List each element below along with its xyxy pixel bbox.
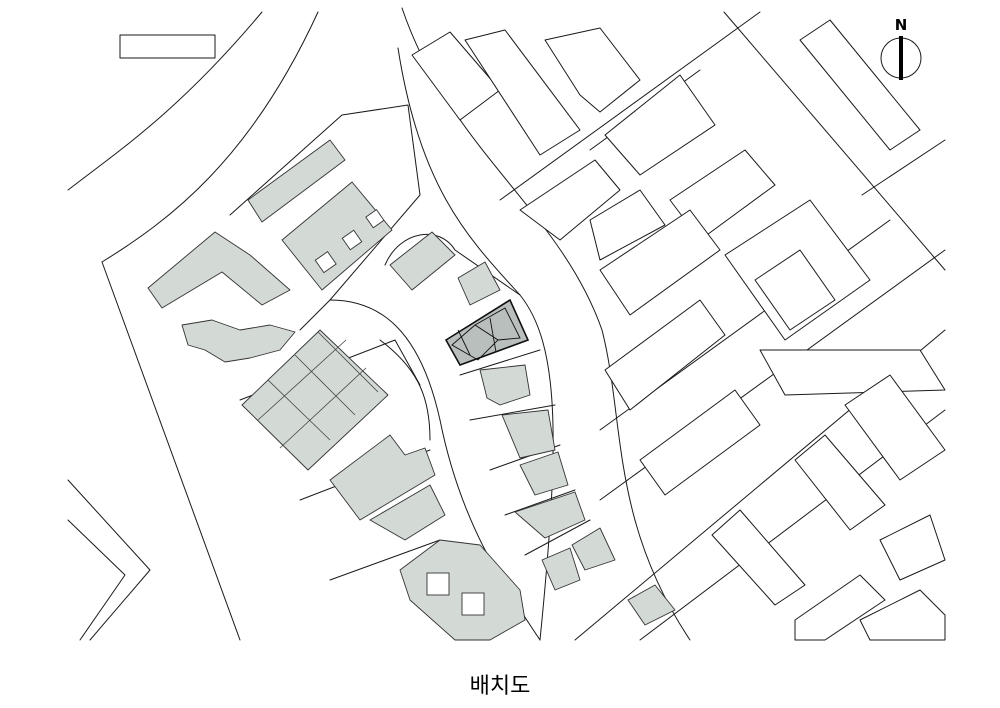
courtyard: [461, 592, 485, 616]
outline-building: [711, 509, 806, 606]
drawing-caption: 배치도: [469, 674, 531, 699]
outline-building: [844, 374, 946, 481]
outline-building: [119, 34, 216, 59]
neighbor-building: [147, 231, 291, 309]
outline-building: [589, 189, 666, 261]
neighbor-building: [541, 547, 581, 591]
outline-building: [799, 19, 921, 151]
neighbor-building: [519, 451, 569, 496]
outline-building: [859, 589, 946, 641]
project-building-pattern: [451, 307, 521, 361]
courtyard: [426, 572, 450, 596]
neighbor-building: [281, 181, 393, 291]
outline-building: [604, 74, 716, 176]
neighbor-building: [457, 261, 501, 306]
neighbor-building: [479, 364, 531, 406]
neighbor-building: [627, 584, 676, 626]
outline-building: [879, 514, 946, 581]
outline-building: [754, 249, 836, 331]
outline-building: [639, 389, 761, 496]
site-plan-drawing: N: [67, 7, 946, 641]
neighbor-building: [399, 539, 526, 641]
neighbor-building: [571, 527, 616, 571]
outline-building: [519, 159, 621, 241]
north-arrow-letter: N: [895, 16, 908, 34]
courtyard: [365, 209, 385, 229]
outline-building: [599, 209, 721, 316]
building-partitions: [257, 331, 379, 449]
neighbor-building: [389, 231, 456, 291]
neighbor-building: [514, 491, 586, 539]
project-building: [444, 298, 530, 366]
north-arrow: N: [880, 16, 922, 80]
neighbor-building: [247, 139, 346, 223]
courtyard: [314, 251, 337, 274]
neighbor-building: [181, 319, 296, 363]
outline-building: [794, 574, 886, 641]
courtyard: [341, 229, 363, 251]
outline-buildings: [119, 19, 946, 641]
outline-building: [544, 27, 641, 113]
outline-building: [464, 29, 581, 156]
neighbor-building: [329, 434, 436, 521]
outline-building: [604, 299, 726, 411]
outline-building: [759, 349, 946, 396]
neighbor-buildings: [147, 139, 676, 641]
neighbor-building: [369, 484, 446, 541]
neighbor-building: [501, 409, 556, 459]
outline-building: [794, 434, 886, 531]
